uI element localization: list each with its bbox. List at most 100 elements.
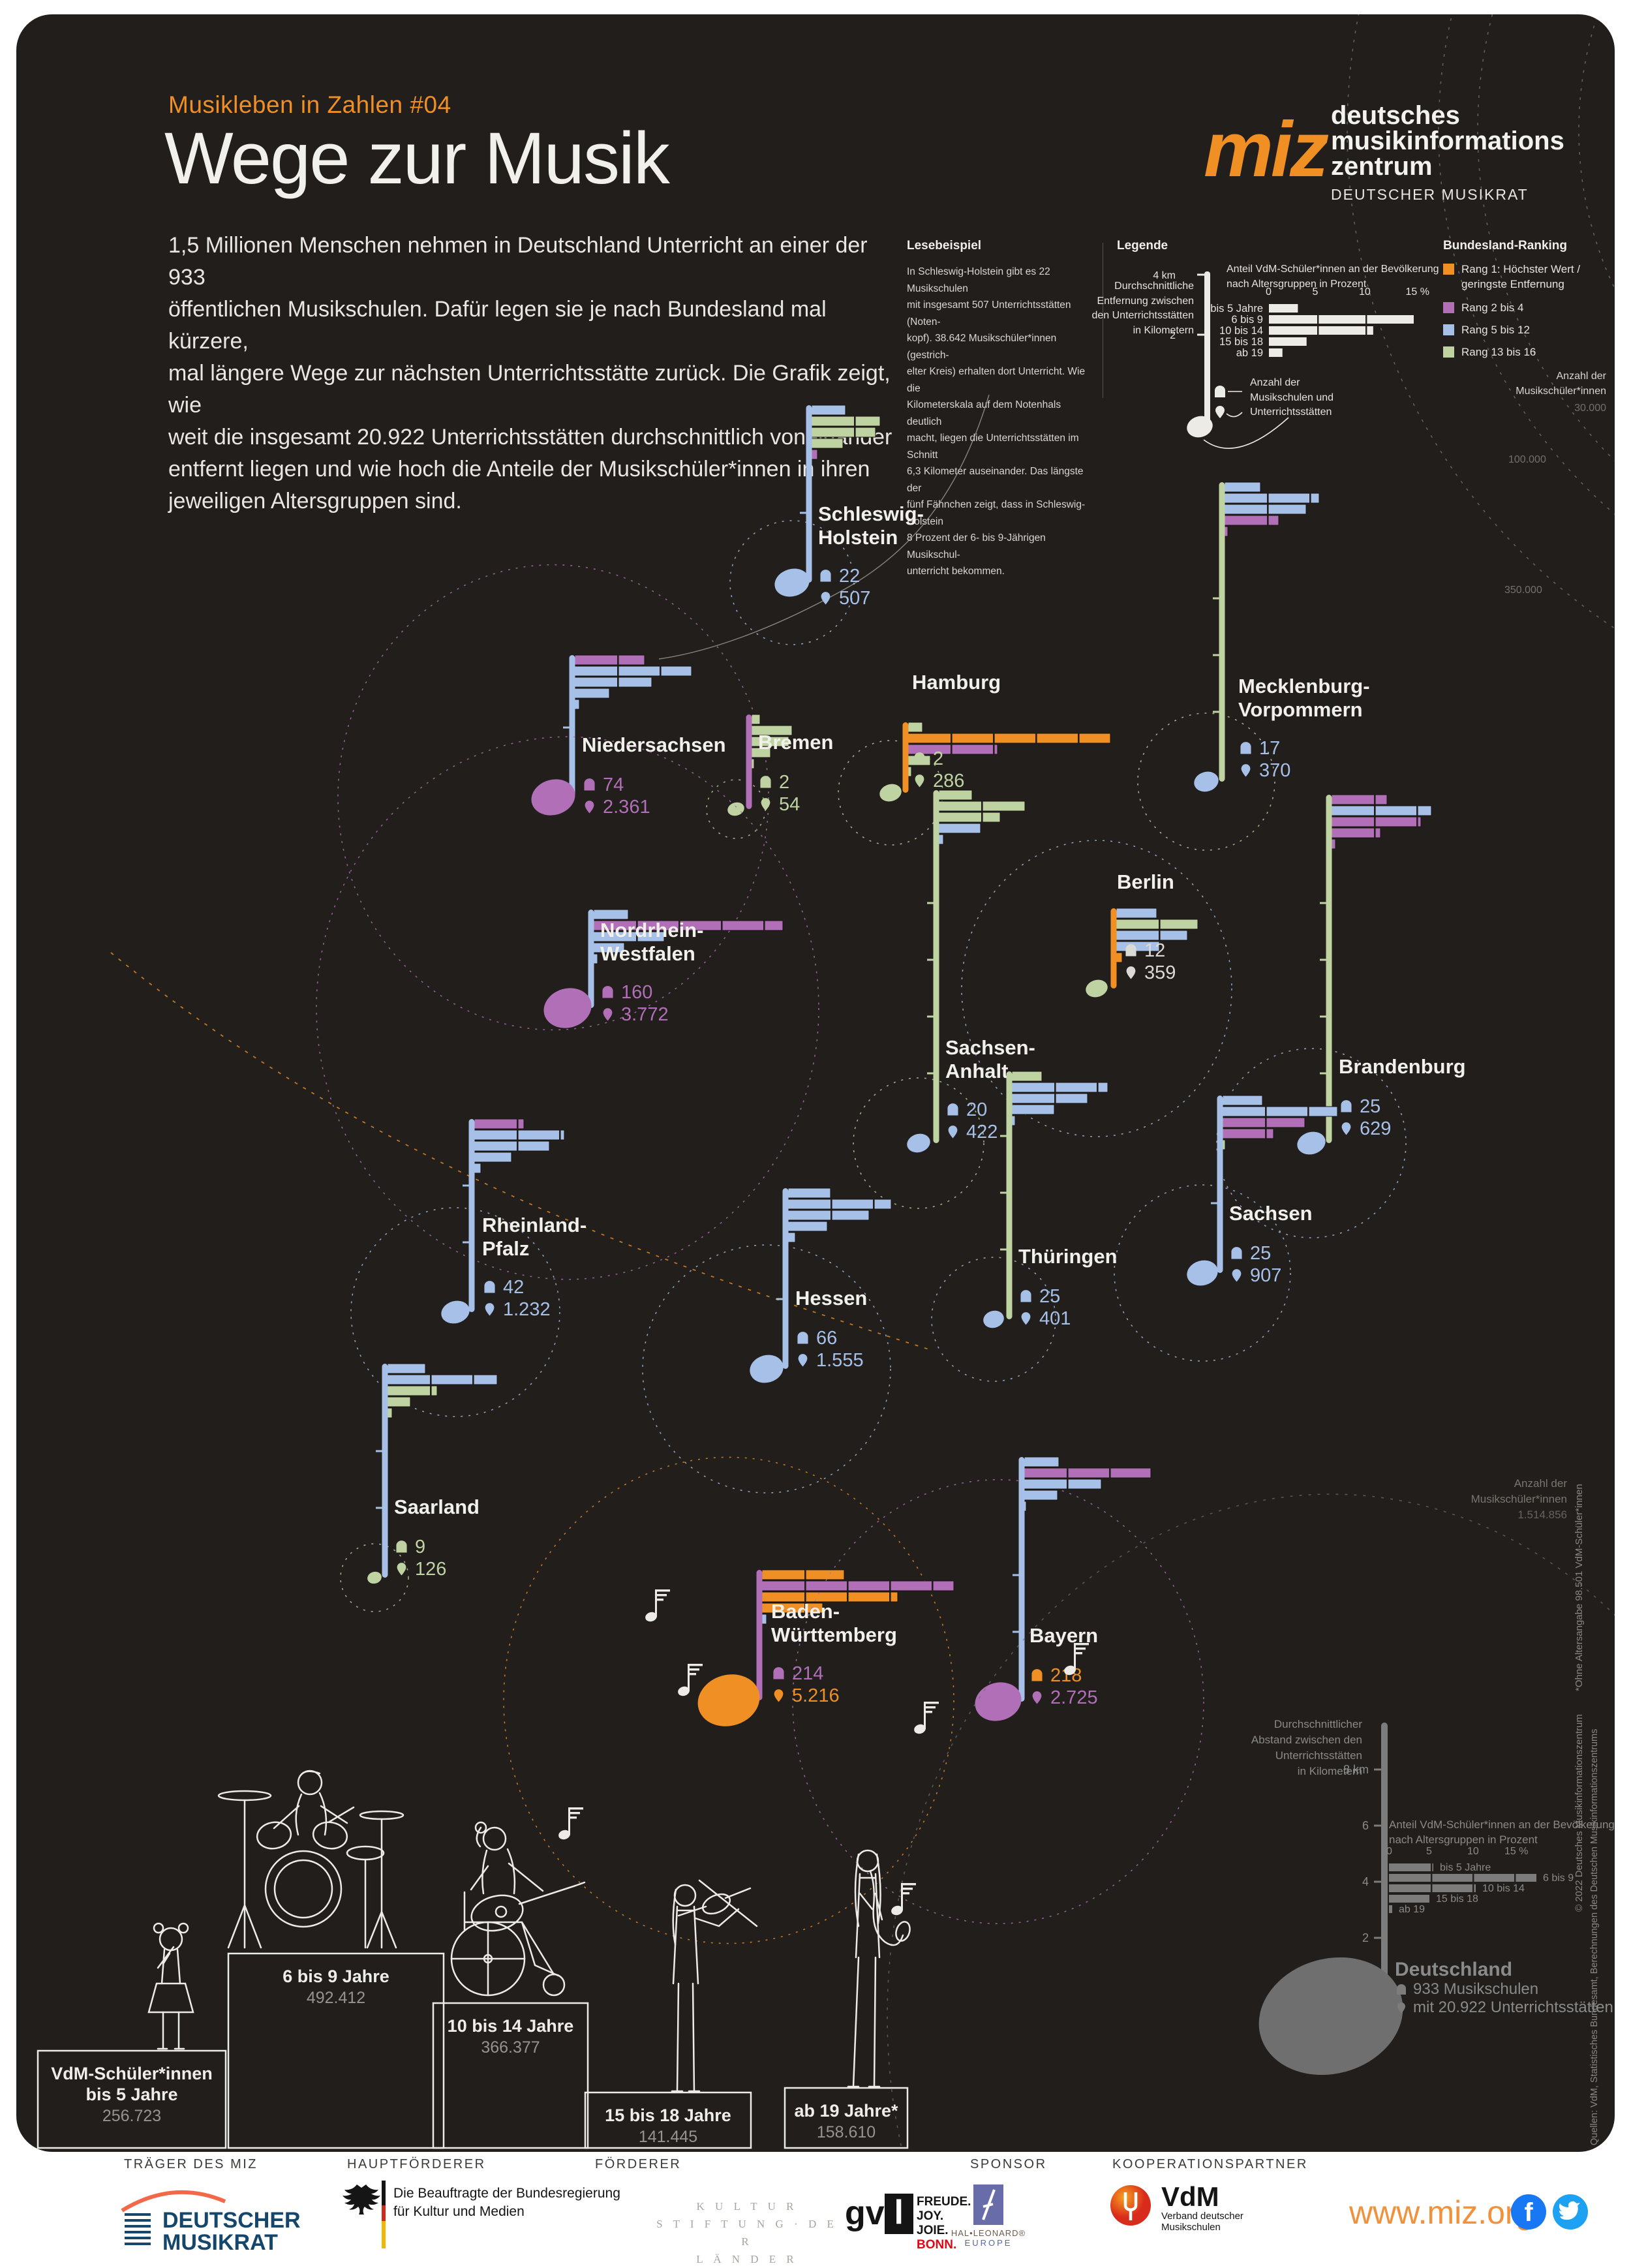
note-flag xyxy=(570,1816,577,1819)
age-bar xyxy=(1331,794,1388,805)
musikrat-logo[interactable]: DEUTSCHER MUSIKRAT xyxy=(114,2177,329,2261)
bar-segment-line xyxy=(1159,930,1161,940)
legend-axis-tick: 0 xyxy=(1266,286,1272,298)
ksl-logo[interactable]: K U L T U R S T I F T U N G · D E R L Ä … xyxy=(656,2200,838,2265)
miz-url-link[interactable]: www.miz.org xyxy=(1349,2194,1534,2231)
note-head-germany xyxy=(1258,1957,1403,2076)
venues-count: 401 xyxy=(1039,1308,1071,1329)
bkm-logo[interactable]: Die Beauftragte der Bundesregierung für … xyxy=(336,2179,649,2261)
legend-example-bar xyxy=(1269,315,1415,324)
bar-segment-line xyxy=(636,921,638,930)
bar-segment-line xyxy=(1078,733,1080,743)
pin-icon xyxy=(1215,406,1225,418)
km-tick-label: 4 xyxy=(1362,1875,1369,1888)
students-circle xyxy=(853,1077,984,1209)
podium-label: 10 bis 14 Jahre xyxy=(448,2016,574,2036)
freude-logo[interactable]: FREUDE. JOY. JOIE. BONN. xyxy=(917,2195,971,2252)
note-stem xyxy=(901,1883,903,1910)
venues-count: 1.555 xyxy=(816,1350,864,1371)
note-stem xyxy=(1074,1643,1076,1670)
km-tick-label: 2 xyxy=(1362,1931,1369,1944)
federal-eagle-icon xyxy=(343,2184,380,2214)
note-stem xyxy=(746,714,752,809)
age-bar xyxy=(474,1163,481,1174)
bar-segment-line xyxy=(831,1199,832,1209)
facebook-icon[interactable]: f xyxy=(1511,2194,1546,2230)
note-flag xyxy=(657,1589,670,1592)
bar-segment-line xyxy=(1067,1468,1069,1478)
figure-path xyxy=(299,1770,321,1777)
germany-distance-label: in Kilometern xyxy=(1298,1765,1362,1777)
podium-box xyxy=(227,1952,445,2149)
note-stem xyxy=(1006,1071,1013,1319)
hal-leonard-logo[interactable]: HAL•LEONARD® EUROPE xyxy=(945,2184,1032,2248)
note-head xyxy=(543,988,592,1028)
note-stem xyxy=(782,1188,789,1369)
bar-segment-line xyxy=(517,1141,519,1151)
figure-circle xyxy=(177,1922,189,1934)
bar-segment-line xyxy=(831,1210,832,1220)
cymbal-icon xyxy=(217,1790,272,1801)
brand-line: deutsches xyxy=(1331,101,1460,130)
age-bar xyxy=(1224,526,1228,537)
bar-segment-line xyxy=(1317,315,1319,324)
germany-age-label: bis 5 Jahre xyxy=(1440,1862,1491,1873)
vdm-logo[interactable]: VdM Verband deutscher Musikschulen xyxy=(1109,2183,1243,2233)
bar-segment-line xyxy=(804,1592,806,1602)
note-flag xyxy=(690,1668,699,1671)
decor-arcs xyxy=(110,14,1615,1351)
bar-segment-line xyxy=(617,655,619,665)
bkm-text-2: für Kultur und Medien xyxy=(393,2204,525,2219)
age-bar xyxy=(387,1374,498,1385)
schools-count: 160 xyxy=(621,982,652,1003)
note-head xyxy=(697,1674,760,1726)
age-bar xyxy=(1331,827,1381,838)
note-stem xyxy=(588,910,594,1008)
schools-count: 25 xyxy=(1360,1096,1380,1117)
ranking-label: Rang 1: Höchster Wert / xyxy=(1461,263,1580,275)
ranking-label: geringste Entfernung xyxy=(1461,278,1564,290)
drumstick xyxy=(328,1806,355,1823)
bar-segment-line xyxy=(1374,817,1376,827)
bar-segment-line xyxy=(636,932,638,942)
germany-share-label: nach Altersgruppen in Prozent xyxy=(1389,1833,1538,1846)
note-head xyxy=(1194,771,1219,792)
bar-segment-line xyxy=(1472,1874,1474,1882)
size-circle-350000: 350.000 xyxy=(1504,585,1542,596)
state-label: Hessen xyxy=(795,1287,867,1310)
figure-circle xyxy=(474,1821,487,1834)
ranking-title: Bundesland-Ranking xyxy=(1443,239,1568,253)
decor-music-note xyxy=(1064,1643,1089,1676)
bar-segment-line xyxy=(1307,1107,1309,1116)
note-stem xyxy=(1018,1457,1025,1702)
legend-age-label: bis 5 Jahre xyxy=(1210,303,1263,314)
bar-segment-line xyxy=(981,812,983,822)
page-title: Wege zur Musik xyxy=(164,117,670,199)
state-label: Westfalen xyxy=(600,942,695,965)
age-bar xyxy=(474,1152,512,1163)
bar-segment-line xyxy=(1374,828,1376,838)
musikrat-lines-icon xyxy=(125,2213,151,2245)
state-label: Niedersachsen xyxy=(582,733,726,756)
social-icons: f xyxy=(1511,2194,1588,2230)
musikrat-logo-art: DEUTSCHER MUSIKRAT xyxy=(121,2190,301,2255)
pin-icon xyxy=(821,592,831,605)
bar-segment-line xyxy=(951,733,953,743)
state-label: Bremen xyxy=(758,731,833,754)
bar-segment-line xyxy=(932,1581,934,1591)
age-bar xyxy=(574,677,652,688)
age-bar xyxy=(574,699,580,710)
note-head xyxy=(1187,1260,1218,1286)
brand-line: musikinformations xyxy=(1331,127,1564,155)
germany-distance-label: Abstand zwischen den xyxy=(1251,1734,1362,1746)
age-bar xyxy=(1222,1117,1305,1128)
bar-segment-line xyxy=(721,921,723,930)
age-bar xyxy=(387,1363,426,1374)
twitter-icon[interactable] xyxy=(1553,2194,1588,2230)
age-bar xyxy=(907,766,912,777)
decor-arc-white xyxy=(658,394,990,660)
